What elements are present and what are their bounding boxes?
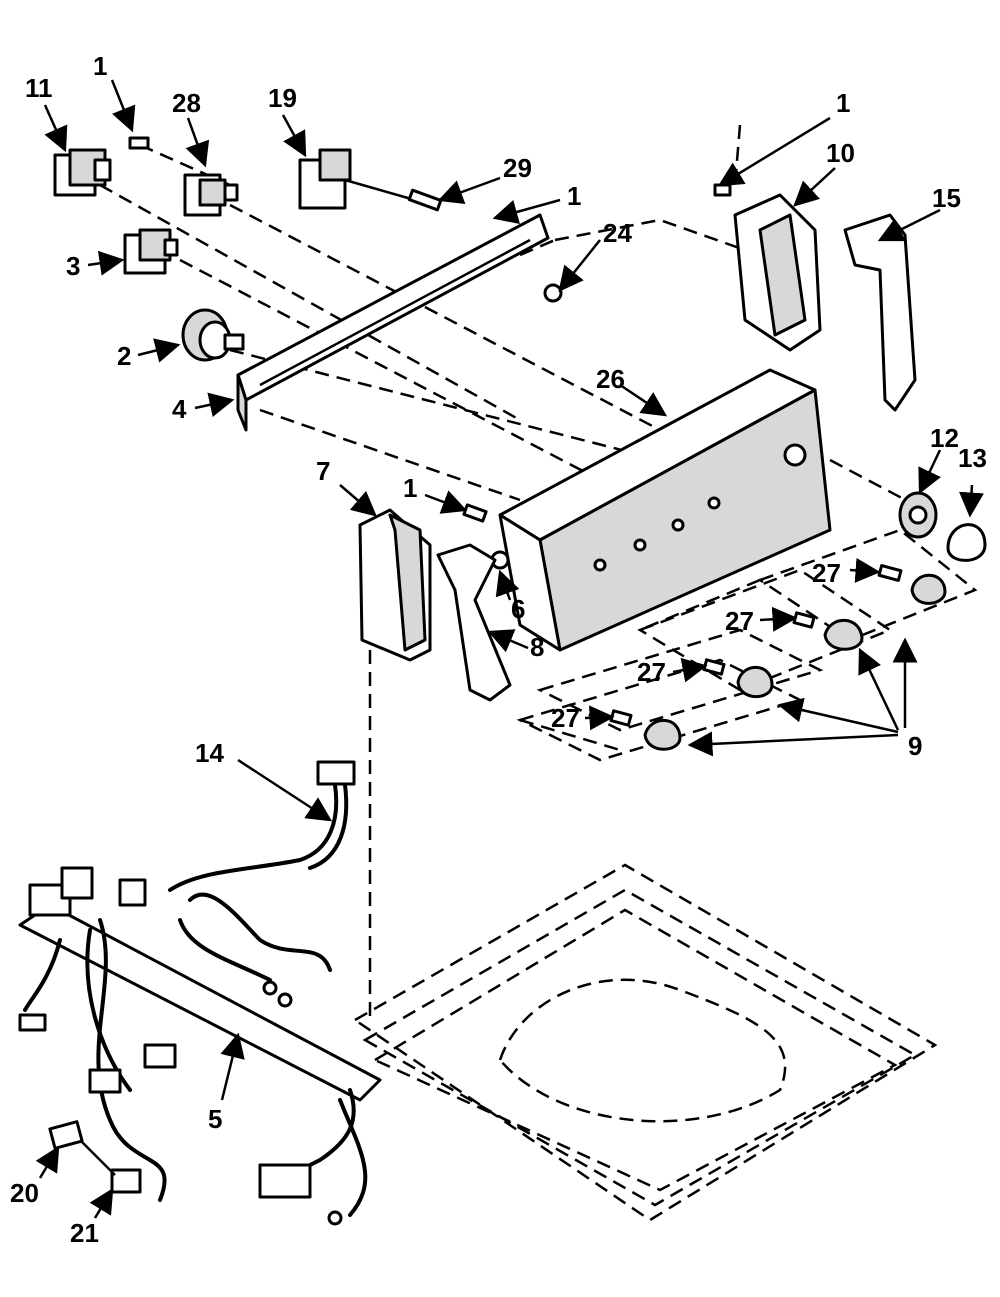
part-5-wire-harness	[18, 866, 382, 1226]
label-28: 28	[172, 88, 201, 118]
label-12: 12	[930, 423, 959, 453]
part-21-plug	[79, 1139, 142, 1194]
label-24: 24	[603, 218, 632, 248]
label-6: 6	[511, 594, 525, 624]
label-27: 27	[812, 558, 841, 588]
label-15: 15	[932, 183, 961, 213]
label-13: 13	[958, 443, 987, 473]
part-28-bracket	[183, 173, 239, 217]
label-27: 27	[551, 703, 580, 733]
part-9-knob-3	[736, 665, 774, 699]
part-1-screw-top	[128, 136, 150, 150]
part-11-switch	[53, 148, 112, 197]
part-19-module	[298, 148, 416, 210]
label-20: 20	[10, 1178, 39, 1208]
label-19: 19	[268, 83, 297, 113]
label-9: 9	[908, 731, 922, 761]
label-1: 1	[403, 473, 417, 503]
part-29-rod	[407, 188, 443, 212]
leader-arrows	[35, 79, 984, 1219]
label-7: 7	[316, 456, 330, 486]
label-1: 1	[567, 181, 581, 211]
part-9-knob-2	[823, 618, 864, 651]
label-27: 27	[725, 606, 754, 636]
part-24-nut	[543, 283, 563, 303]
label-10: 10	[826, 138, 855, 168]
part-1-screw-middle	[462, 503, 488, 523]
part-14-harness-lead	[168, 760, 356, 892]
part-number-labels: 11 1 28 19 1 10 29 1 15 3 24 2 26 4 12 1…	[10, 51, 987, 1248]
part-27-knob-spring-1	[877, 564, 903, 582]
label-29: 29	[503, 153, 532, 183]
part-26-console	[498, 368, 832, 652]
label-2: 2	[117, 341, 131, 371]
label-21: 21	[70, 1218, 99, 1248]
label-4: 4	[172, 394, 187, 424]
cabinet-top-outline	[352, 863, 938, 1222]
part-7-endcap-left	[358, 508, 432, 662]
label-3: 3	[66, 251, 80, 281]
part-9-knob-1	[910, 573, 947, 605]
label-5: 5	[208, 1104, 222, 1134]
part-10-endcap	[713, 183, 822, 352]
label-27: 27	[637, 657, 666, 687]
part-12-knob-skirt	[898, 491, 938, 539]
label-14: 14	[195, 738, 224, 768]
part-15-endcap-cover	[843, 213, 917, 412]
label-11: 11	[25, 73, 53, 103]
part-27-knob-spring-4	[609, 709, 633, 727]
label-1: 1	[93, 51, 107, 81]
label-8: 8	[530, 632, 544, 662]
part-4-control-bracket	[236, 213, 550, 432]
part-2-timer-knob	[181, 308, 245, 362]
part-13-knob	[946, 523, 987, 562]
label-1: 1	[836, 88, 850, 118]
label-26: 26	[596, 364, 625, 394]
part-9-knob-4	[643, 718, 682, 751]
part-3-switch	[123, 228, 179, 275]
part-20-connector	[48, 1120, 84, 1150]
part-27-knob-spring-3	[702, 658, 726, 676]
